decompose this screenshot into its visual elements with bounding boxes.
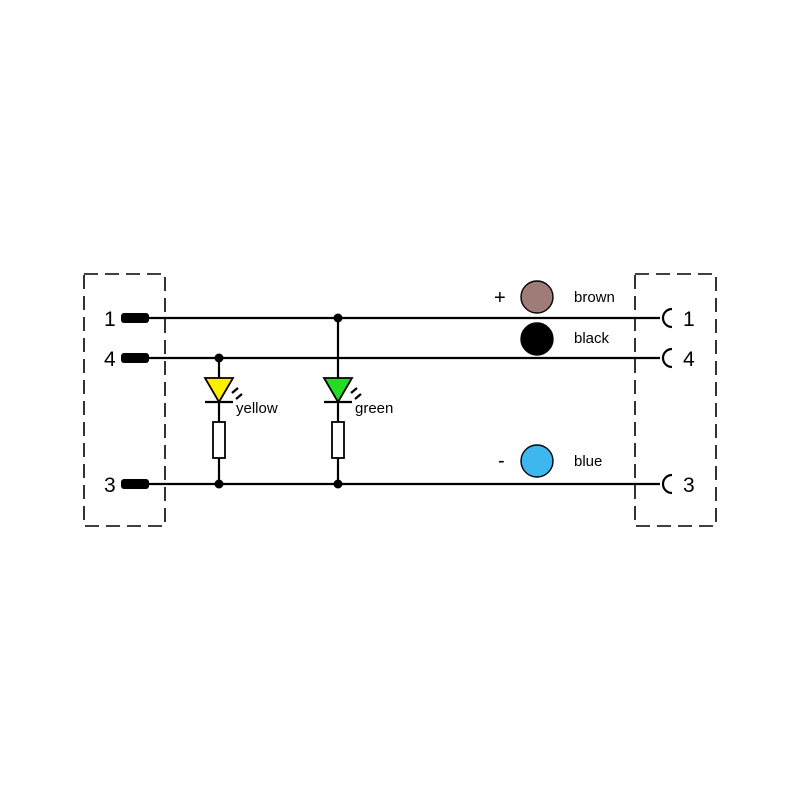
polarity-minus: -	[498, 450, 505, 472]
wire-color-dot-blue	[520, 444, 554, 478]
junction-dot	[333, 313, 343, 323]
left-pin-label-3: 3	[104, 474, 116, 497]
wire-color-dot-brown	[520, 280, 554, 314]
junction-dot	[333, 479, 343, 489]
junction-dot	[214, 479, 224, 489]
right-pin-label-4: 4	[683, 348, 695, 371]
light-emission-icon	[350, 387, 362, 400]
male-pin-3	[121, 479, 149, 489]
right-connector-housing	[634, 273, 717, 527]
female-socket-3	[661, 473, 673, 495]
junction-dot	[214, 353, 224, 363]
wire-color-label-blue: blue	[574, 453, 602, 470]
wire-color-label-black: black	[574, 330, 610, 347]
polarity-plus: +	[494, 287, 506, 309]
yellow-led-icon	[203, 377, 235, 404]
wire-color-label-brown: brown	[574, 289, 615, 306]
right-pin-label-1: 1	[683, 308, 695, 331]
female-socket-1	[661, 307, 673, 329]
green-led-icon	[322, 377, 354, 404]
left-pin-label-1: 1	[104, 308, 116, 331]
led-label-green: green	[355, 400, 393, 417]
female-socket-4	[661, 347, 673, 369]
left-pin-label-4: 4	[104, 348, 116, 371]
male-pin-1	[121, 313, 149, 323]
light-emission-icon	[231, 387, 243, 400]
led-label-yellow: yellow	[236, 400, 278, 417]
male-pin-4	[121, 353, 149, 363]
resistor-icon	[331, 421, 345, 459]
right-pin-label-3: 3	[683, 474, 695, 497]
resistor-icon	[212, 421, 226, 459]
wire-color-dot-black	[520, 322, 554, 356]
